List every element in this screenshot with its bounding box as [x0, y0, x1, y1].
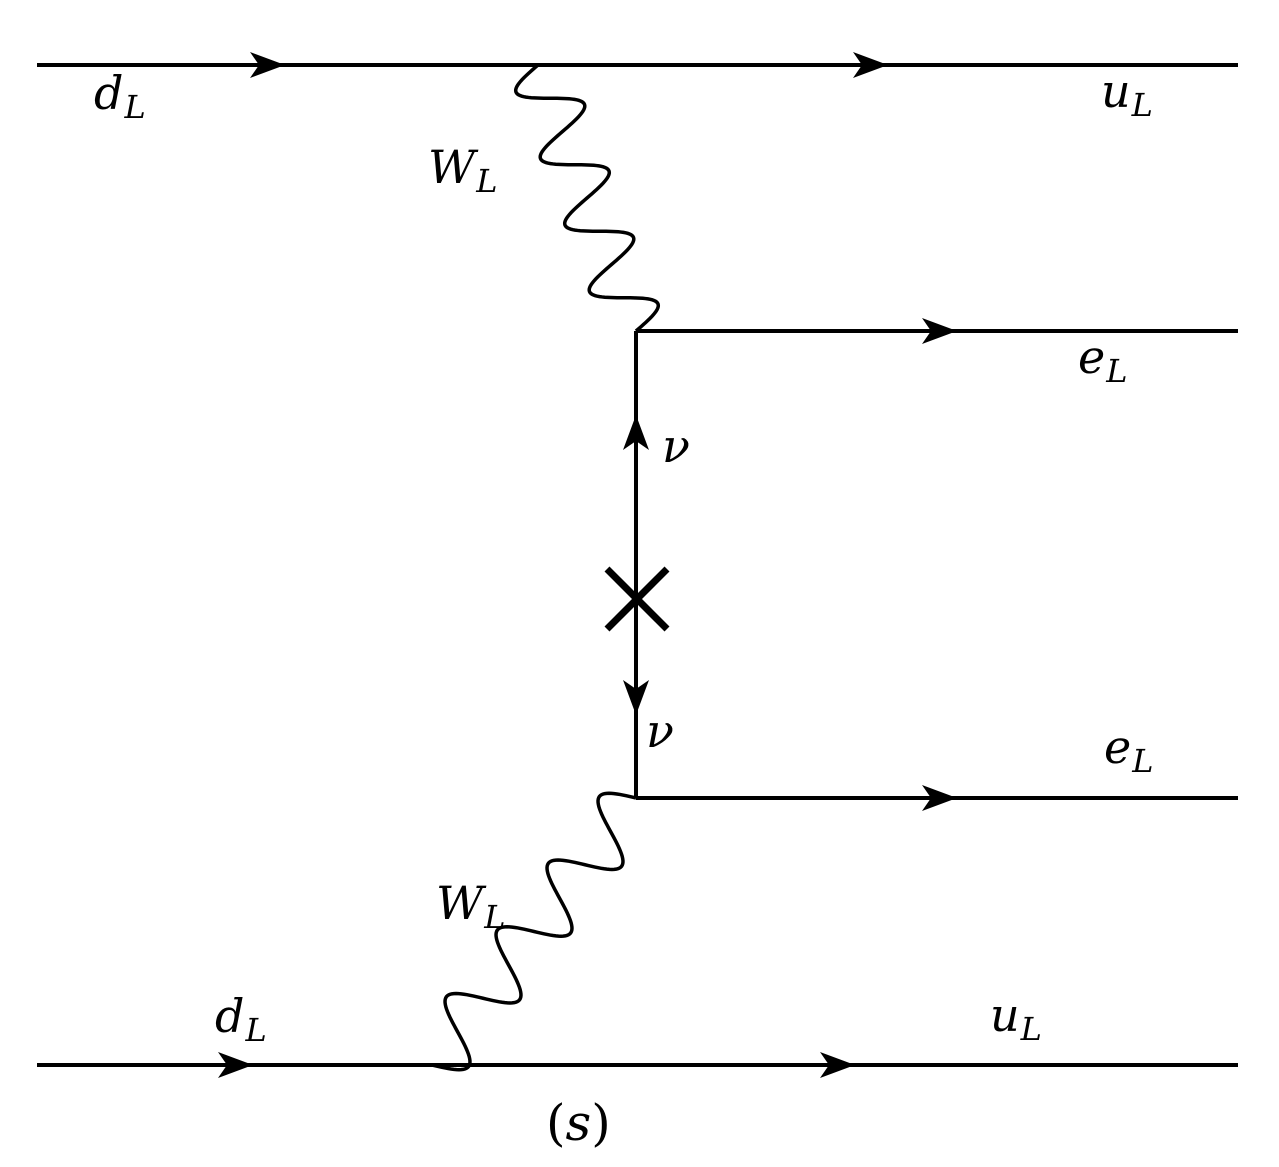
bottom-quark-arrow-left	[218, 1052, 253, 1078]
label-u-top: uL	[1101, 64, 1153, 124]
label-w-bottom: WL	[436, 876, 506, 936]
top-quark-arrow-left	[250, 52, 285, 78]
label-d-top: dL	[94, 66, 146, 126]
label-nu-upper: ν	[662, 419, 690, 473]
label-e-upper: eL	[1078, 330, 1128, 390]
neutrino-arrow-up	[623, 415, 649, 450]
w-boson-bottom	[431, 791, 637, 1072]
upper-electron-arrow	[922, 318, 957, 344]
neutrino-arrow-down	[623, 680, 649, 715]
label-d-bottom: dL	[215, 989, 267, 1049]
w-boson-top	[513, 63, 661, 333]
label-nu-lower: ν	[646, 704, 674, 758]
mass-insertion-cross	[604, 566, 670, 632]
label-e-lower: eL	[1104, 720, 1154, 780]
label-u-bottom: uL	[990, 988, 1042, 1048]
diagram-caption: (s)	[546, 1094, 611, 1152]
lower-electron-arrow	[922, 785, 957, 811]
bottom-quark-arrow-right	[820, 1052, 855, 1078]
label-w-top: WL	[428, 140, 498, 200]
top-quark-arrow-right	[853, 52, 888, 78]
